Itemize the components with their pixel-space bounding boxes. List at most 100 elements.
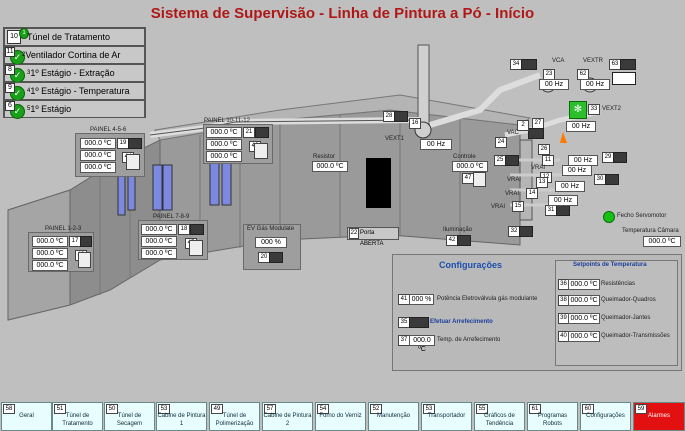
vext1-tag-16[interactable]: 16 (409, 118, 421, 129)
status-row-estagio[interactable]: ✓ 6 51º Estágio (4, 100, 145, 119)
vrai-label-4: VRAI (491, 204, 506, 210)
panel-101112-temp-1: 000.0 ºC (206, 127, 242, 138)
vext2-label: VEXT2 (602, 106, 622, 112)
servomotor-indicator (603, 211, 615, 223)
vac-tag-24[interactable]: 24 (495, 137, 507, 148)
setpoints-title: Setpoints de Temperatura (573, 262, 647, 268)
panel-456-label: PAINEL 4-5-6 (90, 127, 127, 133)
vrai-tag-14[interactable]: 14 (526, 188, 538, 199)
panel-123-temp-1: 000.0 ºC (32, 236, 68, 247)
panel-456-gauge-icon[interactable] (126, 154, 140, 170)
status-row-temperatura[interactable]: ✓ 9 41º Estágio - Temperatura (4, 82, 145, 101)
setpoint-label-quadros: Queimador-Quadros (601, 297, 656, 303)
panel-789-temp-2: 000.0 ºC (141, 236, 177, 247)
status-row-ventilador[interactable]: ✓ 11 2Ventilador Cortina de Ar (4, 46, 145, 65)
vrai-button-31[interactable] (556, 205, 570, 216)
vca-hz: 00 Hz (539, 79, 569, 90)
vac-tag-26[interactable]: 26 (538, 144, 550, 155)
panel-789-temp-3: 000.0 ºC (141, 248, 177, 259)
panel-101112-label: PAINEL 10-11-12 (204, 118, 250, 124)
panel-456-button[interactable] (128, 138, 142, 149)
iluminacao-label: Iluminação (443, 227, 473, 233)
controle-value: 000.0 ºC (452, 161, 488, 172)
panel-101112-gauge-icon[interactable] (254, 143, 268, 159)
resistor-value: 000.0 ºC (312, 161, 348, 172)
setpoint-value-jantes[interactable]: 000.0 ºC (568, 313, 600, 324)
status-row-extracao[interactable]: ✓ 8 31º Estágio - Extração (4, 64, 145, 83)
status-row-tunel[interactable]: 10 1 Túnel de Tratamento (4, 28, 145, 46)
check-icon: 1 (19, 28, 29, 39)
setpoint-value-quadros[interactable]: 000.0 ºC (568, 295, 600, 306)
iluminacao-button[interactable] (457, 235, 471, 246)
evgas-value: 000 % (255, 237, 287, 248)
arrefecimento-label: Efetuar Arrefecimento (430, 319, 493, 325)
vrai-label-3: VRAI (505, 191, 520, 197)
evgas-label: EV Gás Modulate (247, 226, 295, 232)
status-label: 41º Estágio - Temperatura (27, 86, 130, 96)
panel-123-temp-3: 000.0 ºC (32, 260, 68, 271)
vac-button[interactable] (505, 155, 519, 166)
tag-27-button[interactable] (528, 128, 544, 139)
vrai-button-32[interactable] (519, 226, 533, 237)
vext1-button[interactable] (394, 111, 408, 122)
vrai-button-29[interactable] (613, 152, 627, 163)
setpoint-value-resistencias[interactable]: 000.0 ºC (568, 279, 600, 290)
setpoint-label-transmissoes: Queimador-Transmissões (601, 333, 670, 339)
vca-button[interactable] (521, 59, 537, 70)
panel-456-temp-3: 000.0 ºC (80, 162, 116, 173)
vac-label: VAC (507, 130, 519, 136)
panel-101112-tag-a[interactable]: 21 (243, 127, 255, 138)
porta-tag: 22 (349, 228, 359, 239)
status-list: 10 1 Túnel de Tratamento ✓ 11 2Ventilado… (3, 27, 146, 119)
vext1-hz: 00 Hz (420, 139, 452, 150)
panel-456-temp-1: 000.0 ºC (80, 138, 116, 149)
panel-789-tag-a[interactable]: 18 (178, 224, 190, 235)
vextr-small-display (612, 72, 636, 85)
panel-101112-button[interactable] (255, 127, 269, 138)
vext2-tag[interactable]: 33 (588, 104, 600, 115)
temp-label: Temp. de Arrefecimento (437, 337, 501, 343)
vrai-label-1: VRAI (531, 165, 546, 171)
vrai-tag-11[interactable]: 11 (542, 155, 554, 166)
setpoint-value-transmissoes[interactable]: 000.0 ºC (568, 331, 600, 342)
vrai-tag-13[interactable]: 13 (536, 177, 548, 188)
panel-101112-temp-3: 000.0 ºC (206, 151, 242, 162)
page-title: Sistema de Supervisão - Linha de Pintura… (150, 5, 535, 22)
panel-789-button[interactable] (190, 224, 204, 235)
vrai-button-30[interactable] (605, 174, 619, 185)
evgas-button[interactable] (269, 252, 283, 263)
resistor-label: Resistor (313, 154, 336, 160)
vextr-button[interactable] (620, 59, 636, 70)
status-index: 9 (5, 83, 15, 93)
porta-label: Porta ABERTA (360, 230, 384, 247)
vrai-hz-4: 00 Hz (548, 195, 578, 206)
potencia-value[interactable]: 000 % (409, 294, 434, 305)
status-index: 8 (5, 65, 15, 75)
setpoint-label-jantes: Queimador-Jantes (601, 315, 651, 321)
controle-gauge-icon[interactable] (473, 172, 486, 187)
temp-value[interactable]: 000.0 ºC (409, 335, 435, 353)
panel-789-gauge-icon[interactable] (189, 240, 203, 256)
panel-123-gauge-icon[interactable] (78, 252, 91, 268)
panel-123-button[interactable] (80, 236, 92, 247)
status-label: 51º Estágio (27, 104, 72, 114)
vext2-fan-icon[interactable]: ✻ (569, 101, 587, 119)
arrefecimento-button[interactable] (409, 317, 429, 328)
vrai-hz-3: 00 Hz (555, 181, 585, 192)
vrai-tag-15[interactable]: 15 (512, 201, 524, 212)
porta-button[interactable]: 22 Porta ABERTA (347, 227, 399, 247)
